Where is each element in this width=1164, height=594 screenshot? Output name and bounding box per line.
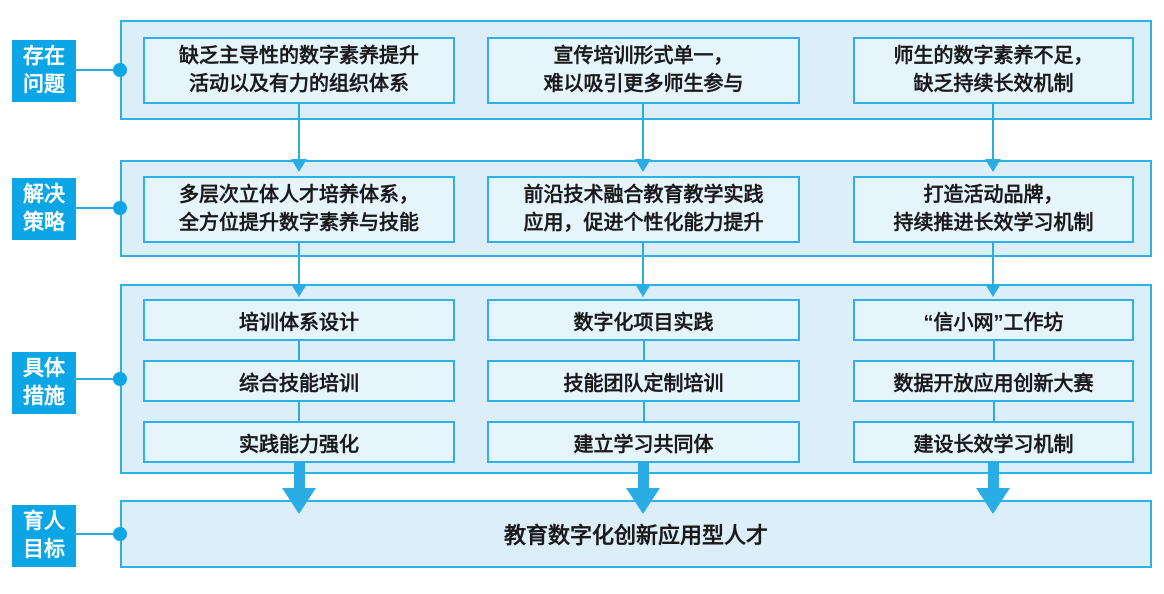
problem-box: 师生的数字素养不足， 缺乏持续长效机制 — [853, 37, 1134, 104]
problem-box: 宣传培训形式单一， 难以吸引更多师生参与 — [487, 37, 800, 104]
measure-box: 数据开放应用创新大赛 — [853, 360, 1134, 402]
goal-box: 教育数字化创新应用型人才 — [503, 523, 768, 548]
measure-box: “信小网”工作坊 — [853, 299, 1134, 341]
measure-box: 建立学习共同体 — [487, 421, 800, 463]
measure-box: 综合技能培训 — [143, 360, 455, 402]
label-connector-line — [74, 378, 120, 380]
measure-box: 培训体系设计 — [143, 299, 455, 341]
measures-column: 培训体系设计 综合技能培训 实践能力强化 — [143, 299, 455, 463]
thick-arrow-down-icon — [976, 461, 1010, 514]
arrow-down-icon — [635, 241, 651, 297]
measures-container: 培训体系设计 综合技能培训 实践能力强化 数字化项目实践 技能团队定制培训 建立… — [120, 284, 1152, 474]
row-label-problems: 存在 问题 — [12, 40, 76, 102]
row-label-strategies: 解决 策略 — [12, 178, 76, 240]
arrow-down-icon — [635, 102, 651, 172]
row-label-goal: 育人 目标 — [12, 505, 76, 567]
strategy-box: 前沿技术融合教育教学实践 应用，促进个性化能力提升 — [487, 176, 800, 243]
label-connector-dot — [113, 63, 127, 77]
label-connector-line — [74, 533, 120, 535]
arrow-down-icon — [291, 102, 307, 172]
thick-arrow-down-icon — [282, 461, 316, 514]
measure-box: 技能团队定制培训 — [487, 360, 800, 402]
label-connector-dot — [113, 527, 127, 541]
arrow-down-icon — [291, 241, 307, 297]
measure-box: 建设长效学习机制 — [853, 421, 1134, 463]
arrow-down-icon — [985, 102, 1001, 172]
measures-column: 数字化项目实践 技能团队定制培训 建立学习共同体 — [487, 299, 800, 463]
row-label-measures: 具体 措施 — [12, 352, 76, 414]
arrow-down-icon — [985, 241, 1001, 297]
problems-container: 缺乏主导性的数字素养提升 活动以及有力的组织体系 宣传培训形式单一， 难以吸引更… — [120, 20, 1152, 120]
thick-arrow-down-icon — [626, 461, 660, 514]
measure-box: 实践能力强化 — [143, 421, 455, 463]
strategies-container: 多层次立体人才培养体系， 全方位提升数字素养与技能 前沿技术融合教育教学实践 应… — [120, 160, 1152, 257]
measure-box: 数字化项目实践 — [487, 299, 800, 341]
problem-box: 缺乏主导性的数字素养提升 活动以及有力的组织体系 — [143, 37, 455, 104]
strategy-box: 多层次立体人才培养体系， 全方位提升数字素养与技能 — [143, 176, 455, 243]
label-connector-line — [74, 207, 120, 209]
label-connector-dot — [113, 372, 127, 386]
measures-column: “信小网”工作坊 数据开放应用创新大赛 建设长效学习机制 — [853, 299, 1134, 463]
strategy-box: 打造活动品牌， 持续推进长效学习机制 — [853, 176, 1134, 243]
label-connector-dot — [113, 201, 127, 215]
label-connector-line — [74, 69, 120, 71]
